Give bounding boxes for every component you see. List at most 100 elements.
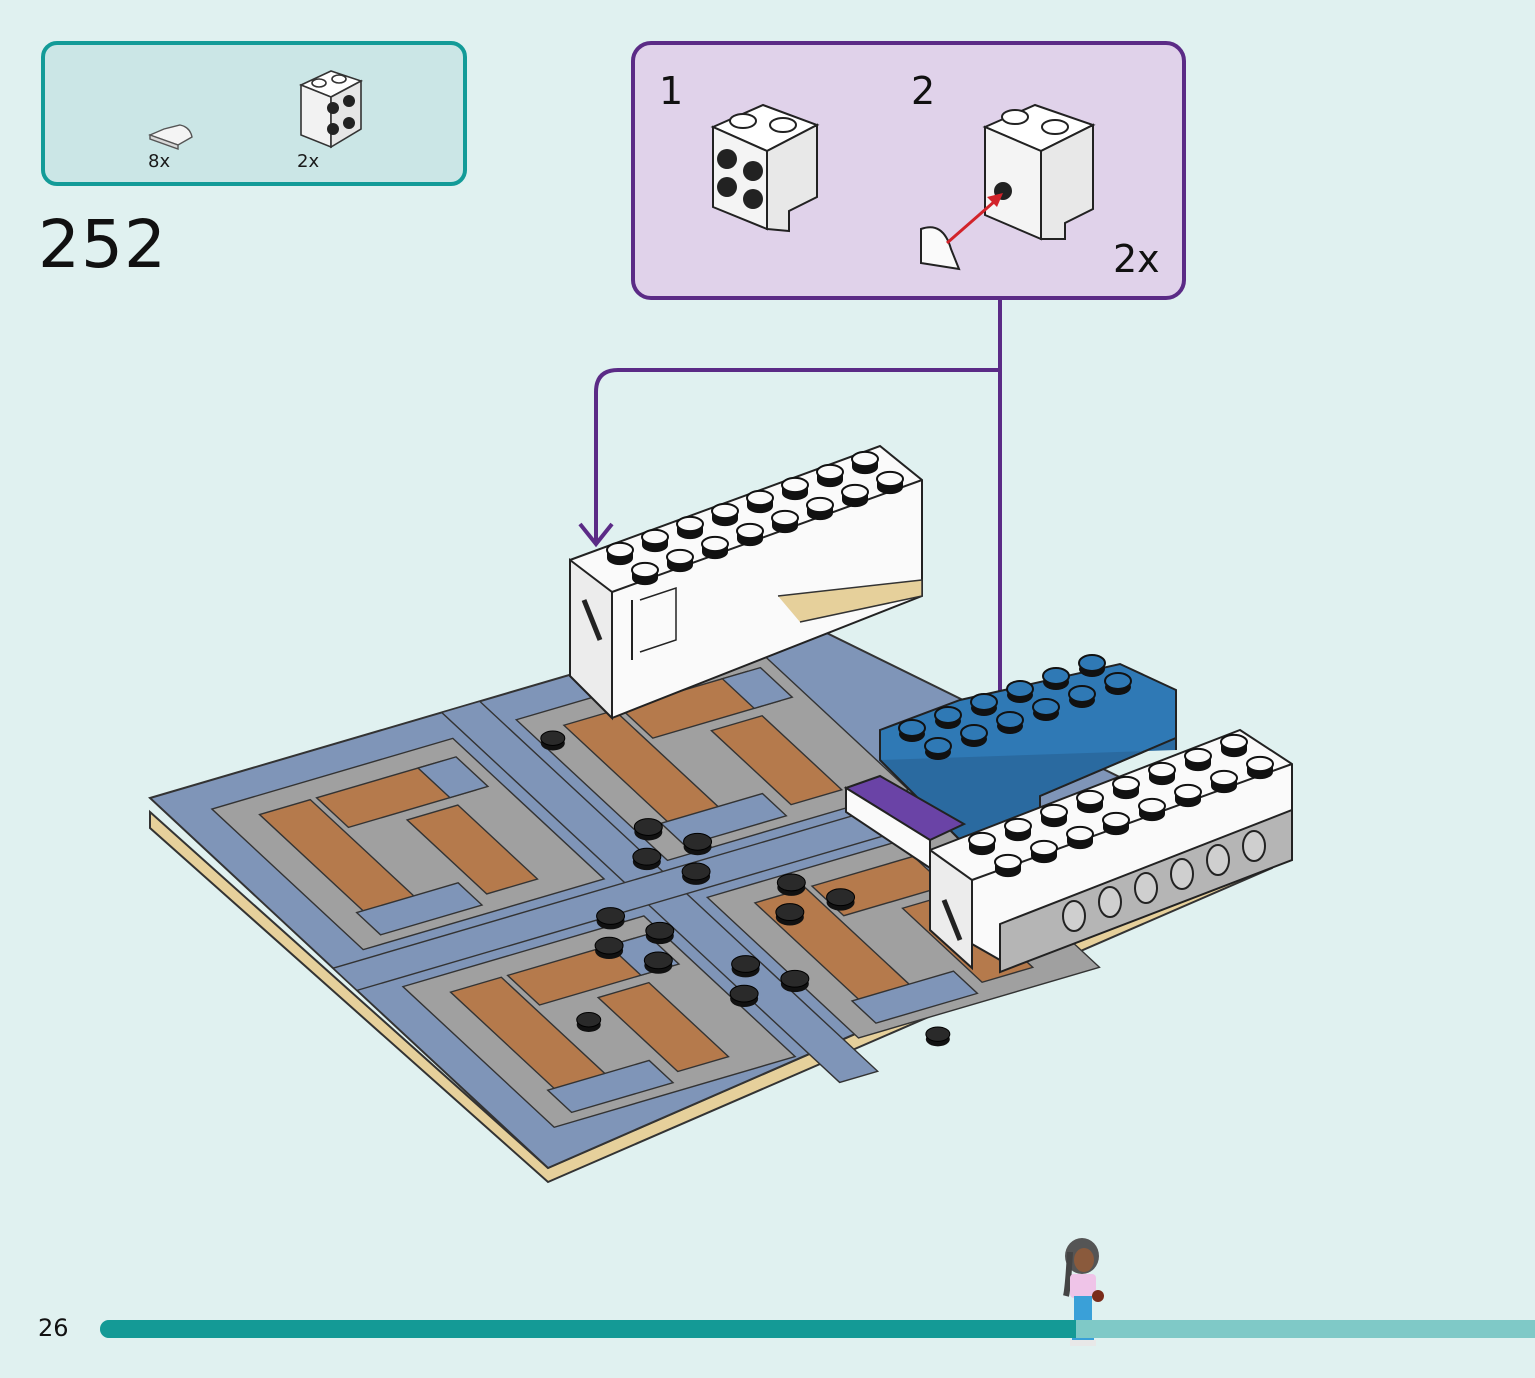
minifigure-icon — [1063, 1238, 1104, 1346]
floor-stud — [576, 1012, 602, 1028]
wall-stud — [994, 853, 1022, 871]
page-number: 26 — [38, 1314, 69, 1342]
floor-stud — [683, 832, 713, 851]
wall-stud — [666, 548, 694, 566]
back-wall — [569, 444, 923, 721]
blue-stud — [1068, 685, 1096, 703]
blue-stud — [1078, 654, 1106, 672]
floor-tile — [659, 792, 788, 847]
wall-stud — [606, 541, 634, 559]
floor-tile — [355, 882, 484, 936]
bracket-icon — [298, 70, 364, 149]
wall-stud — [1210, 769, 1238, 787]
wall-stud — [1138, 797, 1166, 815]
floor-tile — [416, 756, 490, 799]
wall-stud — [781, 476, 809, 494]
blue-stud — [1032, 698, 1060, 716]
curved-tile-icon — [148, 124, 193, 150]
sub-step-number: 2 — [911, 69, 936, 113]
blue-stud — [960, 724, 988, 742]
technic-holes — [1062, 830, 1266, 932]
parts-list-box: 8x 2x — [41, 41, 467, 186]
technic-hole — [1098, 886, 1122, 918]
wall-stud — [1076, 789, 1104, 807]
wall-stud — [1112, 775, 1140, 793]
floor-stud — [776, 873, 806, 892]
wall-stud — [641, 528, 669, 546]
wall-stud — [851, 450, 879, 468]
floor-tile — [546, 1059, 675, 1114]
technic-hole — [1134, 872, 1158, 904]
blue-stud — [1006, 680, 1034, 698]
wall-stud — [1174, 783, 1202, 801]
wall-stud — [1220, 733, 1248, 751]
floor-stud — [729, 984, 759, 1003]
progress-bar — [100, 1320, 1535, 1338]
floor-stud — [826, 888, 856, 907]
floor-stud — [633, 818, 663, 836]
floor-stud — [780, 969, 810, 988]
blue-stud — [924, 737, 952, 755]
back-wall-studs — [606, 450, 904, 586]
progress-bar-fill — [100, 1320, 1076, 1338]
blue-stud — [1104, 672, 1132, 690]
wall-stud — [876, 470, 904, 488]
technic-hole — [1170, 858, 1194, 890]
wall-stud — [1004, 817, 1032, 835]
curved-tile-piece — [920, 226, 961, 271]
floor-tile — [596, 981, 730, 1073]
wall-stud — [816, 463, 844, 481]
blue-stud — [1042, 667, 1070, 685]
floor-tile — [720, 666, 794, 710]
floor-stud — [775, 903, 805, 921]
blue-stud — [934, 706, 962, 724]
assembly-arrow — [946, 199, 996, 245]
wall-stud — [1148, 761, 1176, 779]
blue-stud — [970, 693, 998, 711]
floor-tile — [210, 737, 606, 951]
floor-tile — [850, 970, 979, 1024]
sub-assembly-illustrations — [710, 103, 1096, 271]
wall-stud — [841, 483, 869, 501]
blue-stud — [996, 711, 1024, 729]
sub-assembly-multiplier: 2x — [1113, 237, 1160, 281]
wall-stud — [1184, 747, 1212, 765]
wall-stud — [746, 489, 774, 507]
floor-stud — [731, 955, 761, 973]
wall-stud — [1246, 755, 1274, 773]
floor-stud — [643, 951, 673, 970]
floor-stud — [925, 1026, 951, 1042]
bracket-step-1 — [710, 103, 820, 233]
wall-stud — [968, 831, 996, 849]
floor-tile — [405, 804, 539, 895]
wall-stud — [1066, 825, 1094, 843]
wall-stud — [1040, 803, 1068, 821]
wall-stud — [676, 515, 704, 533]
floor-stud — [540, 730, 566, 746]
blue-plate-studs — [898, 654, 1132, 760]
front-wall-studs — [968, 733, 1274, 878]
bracket-step-2 — [982, 103, 1096, 241]
floor-stud — [594, 936, 624, 955]
parts-illustrations — [148, 70, 364, 150]
wall-stud — [701, 535, 729, 553]
wall-stud — [1030, 839, 1058, 857]
wall-stud — [736, 522, 764, 540]
floor-stud — [632, 847, 662, 866]
floor-stud — [681, 862, 711, 881]
sub-step-number: 1 — [659, 69, 684, 113]
floor-stud — [645, 921, 675, 940]
part-quantity: 2x — [297, 151, 320, 172]
technic-hole — [1062, 900, 1086, 932]
wall-stud — [711, 502, 739, 520]
floor-stud — [596, 907, 626, 925]
blue-stud — [898, 719, 926, 737]
technic-hole — [1242, 830, 1266, 862]
wall-stud — [1102, 811, 1130, 829]
wall-stud — [806, 496, 834, 514]
sub-assembly-callout: 1 2 2x — [631, 41, 1186, 300]
wall-stud — [631, 561, 659, 579]
wall-stud — [771, 509, 799, 527]
part-quantity: 8x — [148, 151, 171, 172]
